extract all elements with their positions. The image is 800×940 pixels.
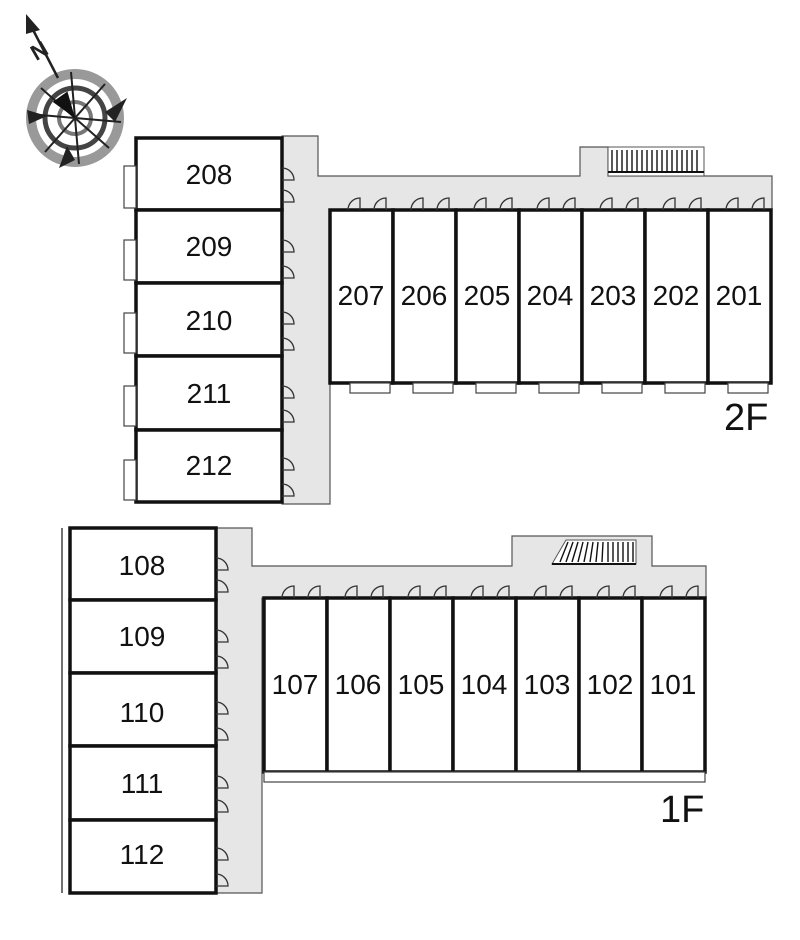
floor-label-2f: 2F	[724, 397, 768, 439]
unit-label: 212	[186, 450, 233, 481]
unit-1f-row: 107 106 105 104 103 102 101	[262, 585, 707, 783]
unit-label: 211	[187, 378, 232, 409]
floor-label-1f: 1F	[660, 789, 704, 831]
unit-label: 204	[527, 280, 574, 311]
unit-label: 102	[587, 669, 634, 700]
unit-box	[451, 596, 518, 774]
unit-label: 208	[186, 159, 233, 190]
unit-label: 203	[590, 280, 637, 311]
unit-label: 108	[119, 550, 166, 581]
unit-label: 104	[461, 669, 508, 700]
unit-box	[68, 818, 218, 895]
unit-box	[134, 208, 284, 285]
unit-label: 107	[272, 669, 319, 700]
unit-box	[640, 596, 707, 774]
unit-label: 209	[186, 231, 233, 262]
unit-box	[262, 596, 329, 774]
compass-rose-icon	[26, 69, 127, 168]
unit-label: 103	[524, 669, 571, 700]
unit-box	[68, 526, 218, 602]
north-arrow	[28, 23, 60, 79]
unit-label: 210	[186, 305, 233, 336]
unit-box	[643, 208, 710, 385]
stairs-1f	[551, 539, 637, 565]
unit-box	[454, 208, 521, 385]
unit-box	[391, 208, 458, 385]
terrace-strip	[263, 771, 706, 783]
unit-box	[68, 744, 218, 822]
unit-box	[68, 671, 218, 748]
unit-label: 109	[119, 621, 166, 652]
floor-1f: 108 109 110 111 112	[61, 526, 707, 895]
unit-label: 202	[653, 280, 700, 311]
unit-label: 207	[338, 280, 385, 311]
unit-label: 105	[398, 669, 445, 700]
corridor-1f	[215, 527, 707, 894]
north-arrow-head	[26, 14, 40, 34]
unit-label: 112	[120, 839, 165, 870]
unit-label: 106	[335, 669, 382, 700]
unit-label: 205	[464, 280, 511, 311]
unit-label: 206	[401, 280, 448, 311]
unit-box	[388, 596, 455, 774]
unit-2f-row: 207 206 205 204 203 202 201	[328, 197, 773, 394]
stairs-2f	[607, 146, 705, 177]
floor-2f: 208 209 210 211 212	[123, 135, 773, 505]
unit-label: 111	[121, 768, 164, 799]
unit-label: 101	[650, 669, 697, 700]
unit-2f-col: 208 209 210 211 212	[123, 136, 295, 504]
unit-box	[134, 428, 284, 504]
unit-box	[514, 596, 581, 774]
unit-1f-col: 108 109 110 111 112	[61, 526, 229, 895]
unit-label: 110	[120, 697, 165, 728]
unit-label: 201	[716, 280, 763, 311]
